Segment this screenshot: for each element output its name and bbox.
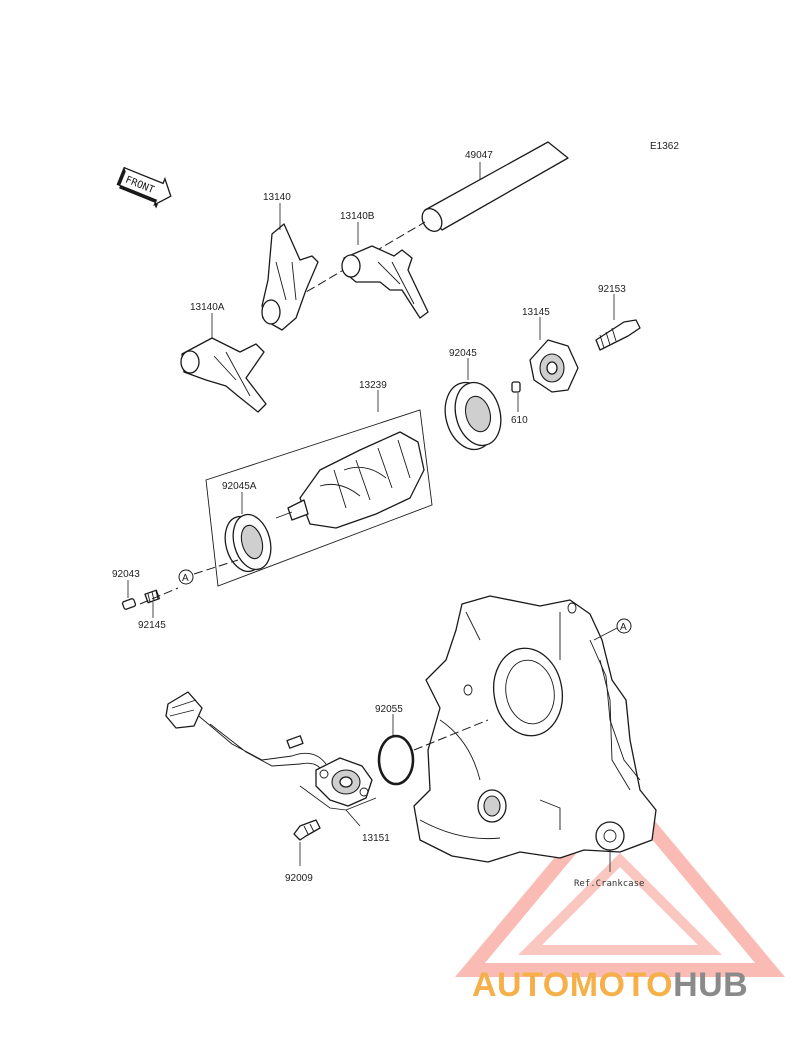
svg-text:A: A: [182, 573, 189, 584]
pin-92043: [121, 598, 137, 610]
part-label-92153: 92153: [598, 284, 626, 295]
svg-text:A: A: [620, 622, 627, 633]
bearing-92045a: [224, 513, 272, 573]
part-label-92045a: 92045A: [222, 481, 257, 492]
front-arrow-icon: FRONT: [116, 166, 172, 209]
shift-fork-13140b: [341, 245, 429, 319]
part-label-13239: 13239: [359, 380, 387, 391]
part-label-92145: 92145: [138, 620, 166, 631]
part-label-92055: 92055: [375, 704, 403, 715]
crankcase-note: Ref.Crankcase: [574, 879, 644, 889]
diagram-code: E1362: [650, 141, 679, 152]
part-label-49047: 49047: [465, 150, 493, 161]
bolt-92153: [595, 319, 641, 351]
part-label-92043: 92043: [112, 569, 140, 580]
crankcase: [413, 595, 657, 863]
part-label-92009: 92009: [285, 873, 313, 884]
bearing-92045: [444, 381, 502, 451]
gear-position-sensor-13151: [165, 691, 377, 811]
watermark-brand: AUTOMOTOHUB: [472, 966, 748, 1004]
bolt-92009: [293, 819, 321, 841]
part-label-92045: 92045: [449, 348, 477, 359]
spring-92145: [144, 589, 160, 604]
o-ring-92055: [377, 734, 415, 786]
part-label-13140: 13140: [263, 192, 291, 203]
drum-cam-13145: [529, 339, 579, 393]
part-label-610: 610: [511, 415, 528, 426]
watermark-logo: [455, 779, 785, 977]
svg-text:AUTOMOTOHUB: AUTOMOTOHUB: [472, 966, 748, 1004]
shift-drum-13239: [205, 409, 433, 587]
part-label-13145: 13145: [522, 307, 550, 318]
watermark-brand-part2: HUB: [673, 966, 748, 1004]
reference-marker-a-left: A: [178, 569, 194, 585]
shift-fork-13140: [261, 223, 319, 331]
part-label-13151: 13151: [362, 833, 390, 844]
watermark-brand-part1: AUTOMOTO: [472, 966, 673, 1004]
part-label-13140b: 13140B: [340, 211, 375, 222]
reference-marker-a-right: A: [593, 618, 632, 641]
shift-fork-13140a: [180, 337, 267, 413]
pin-610: [511, 381, 521, 393]
part-label-13140a: 13140A: [190, 302, 225, 313]
